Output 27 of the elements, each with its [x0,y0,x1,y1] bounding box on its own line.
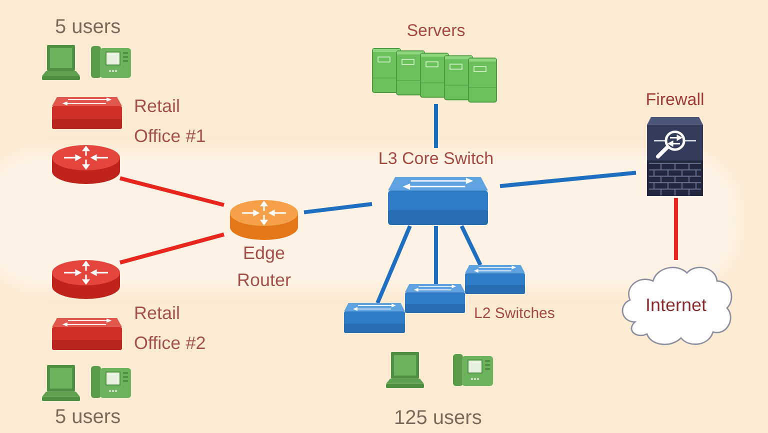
device-label: Edge Router [236,242,292,292]
switch-icon [465,265,525,294]
connection-line [460,225,482,266]
connection-line [434,104,438,148]
router-icon [52,145,120,184]
switch-group-label: L2 Switches [474,304,555,324]
cloud-label: Internet [645,294,707,316]
router-icon [52,260,120,299]
connection-line [674,198,678,260]
device-label: L3 Core Switch [378,148,494,170]
connection-line [376,225,412,304]
connection-line [119,232,225,265]
user-count: 5 users [55,15,121,40]
connection-line [304,202,372,214]
office-label: Retail Office #2 [134,302,207,355]
office-label: Retail Office #1 [134,95,207,148]
device-label: Firewall [646,89,704,111]
switch-icon [52,97,122,129]
user-count: 125 users [394,406,482,431]
connection-line [500,170,636,188]
switch-icon [405,284,465,313]
connection-line [120,176,224,207]
switch-icon [344,303,405,333]
connection-line [434,226,438,284]
user-count: 5 users [55,405,121,430]
switch-icon [52,318,122,350]
device-label: Servers [406,20,466,42]
